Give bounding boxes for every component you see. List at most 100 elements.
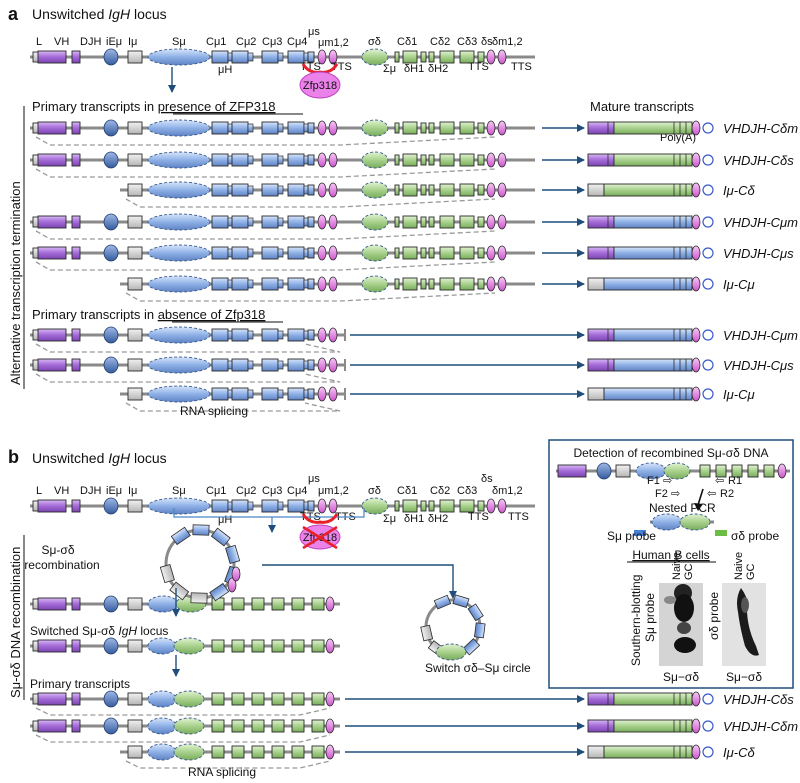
smu-switch [147, 213, 211, 231]
primary-transcripts-label: Primary transcripts [30, 677, 130, 691]
cmu-linker [247, 360, 254, 370]
sigma-switch [361, 244, 389, 262]
deltas-exon [477, 51, 485, 63]
mum-exon [328, 120, 338, 136]
cdelta-exon [439, 499, 455, 513]
sigma-switch [361, 119, 389, 137]
cmu-linker [277, 155, 284, 165]
locus-label: iEμ [106, 36, 122, 48]
cdelta-exon [251, 719, 265, 733]
sigma-switch [173, 690, 205, 708]
imu-exon [615, 464, 631, 478]
cmu-exon [231, 121, 249, 135]
cdelta-exon [231, 692, 245, 706]
cdelta-exon [439, 50, 455, 64]
cmu-linker [277, 185, 284, 195]
mum-exon [317, 120, 327, 136]
cdelta-exon [439, 246, 455, 260]
mum-exon [317, 49, 327, 65]
locus-label: Cμ2 [236, 36, 256, 48]
cmu-exon [211, 387, 229, 401]
switched-locus-label: Switched Sμ-σδ IgH locus [30, 624, 168, 638]
smu-switch [147, 356, 211, 374]
locus-label: Cμ3 [262, 485, 282, 497]
cmu-exon [231, 50, 249, 64]
cmu-linker [247, 155, 254, 165]
cdelta-exon [291, 719, 305, 733]
splice-line [35, 168, 496, 178]
cmu-exon [261, 50, 279, 64]
imu-exon [127, 499, 143, 513]
vdj-exon [587, 121, 615, 135]
cdelta-exon [439, 277, 455, 291]
cmu-exon [287, 358, 305, 372]
cmu-linker [277, 360, 284, 370]
tail-exon [691, 386, 701, 402]
locus-label: Cμ1 [206, 36, 226, 48]
hinge-exon [428, 247, 435, 259]
dj-exon [71, 597, 81, 611]
sigma-switch [173, 743, 205, 761]
smu-switch [147, 595, 179, 613]
cmu-exon [231, 246, 249, 260]
product-label: VHDJH-Cμm [723, 328, 798, 343]
smu-switch [147, 275, 211, 293]
product-label: VHDJH-Cμs [723, 246, 794, 261]
smu-switch [147, 326, 211, 344]
deltam-exon [497, 498, 507, 514]
tail-exon [691, 152, 701, 168]
cmu-exon [261, 121, 279, 135]
smu-switch [147, 151, 211, 169]
smu-switch [147, 743, 177, 761]
imu-exon [127, 215, 143, 229]
cmu-linker [277, 52, 284, 62]
mum-exon [328, 327, 338, 343]
locus-label: Cδ1 [397, 485, 417, 497]
side-label-b: Sμ-σδ DNA recombination [8, 547, 23, 698]
locus-label: δs [481, 473, 493, 485]
cdelta-exon [459, 246, 475, 260]
mus-exon [307, 500, 315, 512]
locus-label: TTS [511, 61, 532, 73]
polya-circle [702, 359, 714, 371]
arrow-down [697, 488, 704, 506]
locus-label: Sμ [172, 36, 186, 48]
mum-exon [328, 357, 338, 373]
cdelta-exon [402, 277, 418, 291]
rna-splicing-a: RNA splicing [180, 404, 248, 418]
deltam-exon [486, 182, 496, 198]
cmu-exon [211, 499, 229, 513]
deltam-exon [497, 120, 507, 136]
deltam-exon [486, 276, 496, 292]
imu-exon [127, 745, 143, 759]
cdelta-exon [439, 153, 455, 167]
product-label: VHDJH-Cδs [723, 153, 794, 168]
locus-label: δH1 [404, 63, 424, 75]
smu-switch [147, 181, 211, 199]
deltas-exon [477, 278, 485, 290]
splice-line [35, 261, 496, 271]
sigma-switch [361, 181, 389, 199]
smu-probe-label: Sμ probe [607, 529, 656, 543]
blot-bottom-1: Sμ−σδ [663, 670, 699, 684]
imu-exon [587, 183, 605, 197]
polya-circle [702, 693, 714, 705]
vh-exon [37, 50, 67, 64]
blot-sigma [722, 583, 766, 666]
imu-exon [127, 121, 143, 135]
cmu-exon [261, 277, 279, 291]
enhancer [103, 213, 119, 231]
imu-exon [587, 745, 605, 759]
cdelta-exon [715, 464, 727, 478]
mum-exon [317, 357, 327, 373]
mum-exon [328, 152, 338, 168]
locus-label: δm1,2 [492, 485, 523, 497]
enhancer [103, 637, 119, 655]
mum-exon [328, 386, 338, 402]
locus-b-labels: L VH DJH iEμ Iμ Sμ Cμ1 Cμ2 Cμ3 Cμ4 μs μm… [36, 473, 529, 526]
cmu-linker [247, 123, 254, 133]
mum-exon [317, 498, 327, 514]
imu-exon [127, 719, 143, 733]
